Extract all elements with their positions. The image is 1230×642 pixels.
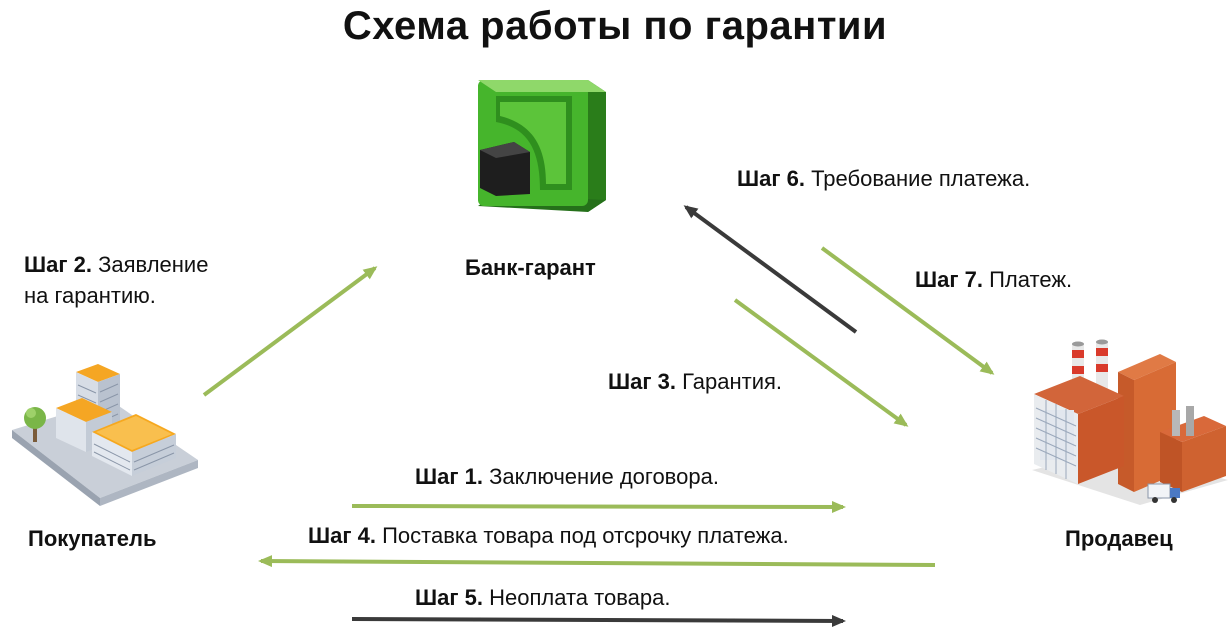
arrow-step-5: [351, 614, 846, 627]
arrow-step-3: [733, 298, 909, 427]
step-7-number: Шаг 7.: [915, 267, 983, 292]
arrow-step-7: [820, 246, 995, 375]
step-4-number: Шаг 4.: [308, 523, 376, 548]
arrow-step-4: [258, 555, 936, 568]
step-5-text: Неоплата товара.: [489, 585, 671, 610]
step-1-text: Заключение договора.: [489, 464, 719, 489]
step-6-text: Требование платежа.: [811, 166, 1031, 191]
step-7-label: Шаг 7. Платеж.: [915, 264, 1072, 295]
step-1-label: Шаг 1. Заключение договора.: [415, 461, 719, 492]
step-1-number: Шаг 1.: [415, 464, 483, 489]
step-3-text: Гарантия.: [682, 369, 783, 394]
step-6-label: Шаг 6. Требование платежа.: [737, 163, 1030, 194]
arrow-step-6: [683, 205, 858, 334]
step-6-number: Шаг 6.: [737, 166, 805, 191]
step-3-label: Шаг 3. Гарантия.: [608, 366, 782, 397]
step-2-number: Шаг 2.: [24, 252, 92, 277]
bank-label: Банк-гарант: [465, 255, 596, 280]
seller-label: Продавец: [1065, 526, 1173, 551]
step-3-number: Шаг 3.: [608, 369, 676, 394]
step-5-label: Шаг 5. Неоплата товара.: [415, 582, 670, 613]
step-5-number: Шаг 5.: [415, 585, 483, 610]
step-7-text: Платеж.: [989, 267, 1073, 292]
diagram-title: Схема работы по гарантии: [342, 4, 888, 48]
step-2-text: Заявление: [98, 252, 209, 277]
buyer-label: Покупатель: [28, 526, 157, 551]
step-2-label: Шаг 2. Заявление на гарантию.: [24, 249, 208, 311]
step-4-text: Поставка товара под отсрочку платежа.: [382, 523, 789, 548]
step-2-text-line2: на гарантию.: [24, 283, 156, 308]
step-4-label: Шаг 4. Поставка товара под отсрочку плат…: [308, 520, 789, 551]
arrow-step-1: [351, 500, 846, 513]
arrow-step-2: [202, 266, 378, 397]
